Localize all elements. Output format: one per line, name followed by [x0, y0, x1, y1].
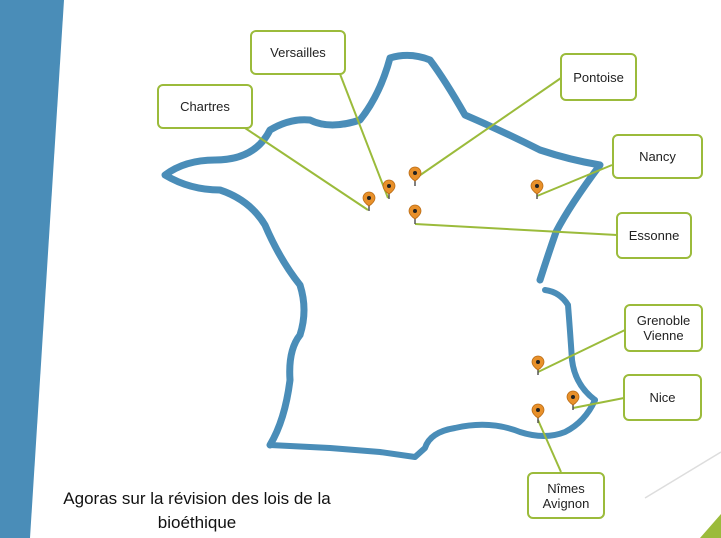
label-chartres: Chartres — [157, 84, 253, 129]
map-pin-icon-nimes-avignon — [531, 403, 545, 423]
map-pin-icon-nancy — [408, 204, 422, 224]
map-pin-icon-chartres — [362, 191, 376, 211]
leader-line-chartres — [244, 127, 369, 211]
leader-line-nancy — [536, 164, 613, 197]
slide-title: Agoras sur la révision des lois de la bi… — [63, 489, 331, 532]
left-blue-band — [0, 0, 64, 538]
leader-line-nice — [572, 397, 625, 409]
map-pin-icon-essonne — [530, 179, 544, 199]
label-text: Pontoise — [573, 69, 624, 85]
label-versailles: Versailles — [250, 30, 346, 75]
france-map-outline — [161, 51, 604, 460]
leader-line-versailles — [339, 73, 389, 199]
map-pin-icon-pontoise — [408, 166, 422, 186]
green-corner-triangle — [700, 514, 721, 538]
decorative-diagonal-line — [644, 451, 721, 499]
leader-lines — [244, 73, 626, 473]
map-pins — [362, 166, 580, 423]
map-pin-icon-grenoble-vienne — [531, 355, 545, 375]
label-nancy: Nancy — [612, 134, 703, 179]
leader-line-grenoble-vienne — [537, 329, 626, 373]
label-nimes-avignon: Nîmes Avignon — [527, 472, 605, 519]
label-text: Nancy — [639, 149, 676, 164]
label-text: Chartres — [180, 99, 230, 114]
leader-line-essonne — [414, 223, 618, 236]
label-text: Nîmes Avignon — [542, 480, 590, 511]
label-text: Versailles — [270, 45, 326, 60]
label-text: Grenoble Vienne — [636, 313, 691, 343]
leader-line-pontoise — [415, 77, 562, 179]
label-text: Essonne — [628, 228, 680, 243]
map-pin-icon-versailles — [382, 179, 396, 199]
label-essonne: Essonne — [616, 212, 692, 259]
leader-line-nimes-avignon — [537, 419, 562, 473]
label-grenoble-vienne: Grenoble Vienne — [624, 304, 703, 352]
label-text: Nice — [649, 390, 676, 405]
label-pontoise: Pontoise — [560, 53, 637, 101]
map-pin-icon-nice — [566, 390, 580, 410]
label-nice: Nice — [623, 374, 702, 421]
